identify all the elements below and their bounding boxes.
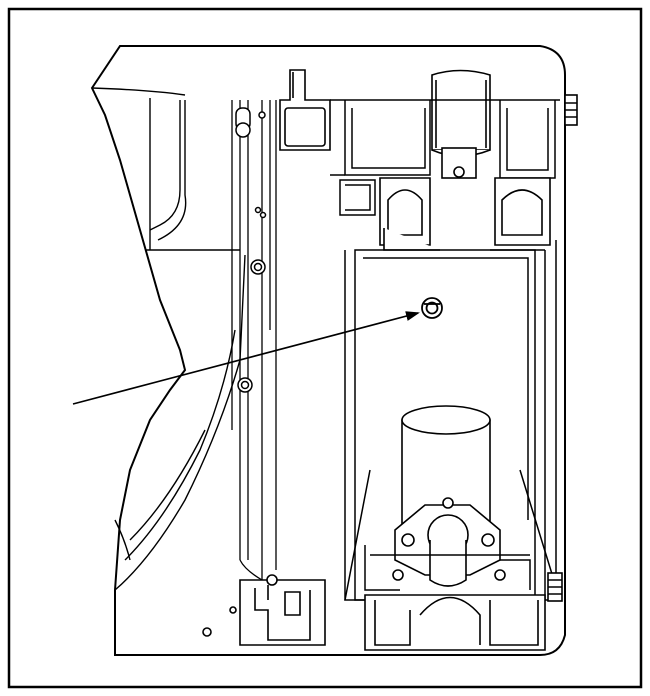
bolt-icon [240,380,250,390]
right-side-bolts [547,94,578,602]
left-curved-panel [91,87,246,591]
bolt-icon [481,533,495,547]
bolt-icon [401,533,415,547]
nut-icon [266,574,278,586]
nut-icon [453,166,465,178]
bolt-icon [442,497,454,509]
center-bolt [421,297,443,319]
housing-outline [90,45,566,656]
rail-bolts [235,107,267,393]
upper-clips [379,177,551,251]
vertical-rails [231,100,277,581]
bottom-center-clip [364,569,546,651]
lower-tube [401,405,491,531]
bolt-icon [235,107,251,138]
bolt-icon [547,572,563,602]
top-center-tube [431,69,491,179]
bolt-icon [392,569,404,581]
pointer-arrow [72,311,420,405]
motor-flange [394,497,501,587]
bolt-icon [494,569,506,581]
border-frame [7,7,643,689]
bolt-icon [564,94,578,126]
bottom-left-bracket [202,574,326,646]
top-left-bracket [279,69,331,151]
nut-icon [202,627,212,637]
bolt-icon [253,262,263,272]
